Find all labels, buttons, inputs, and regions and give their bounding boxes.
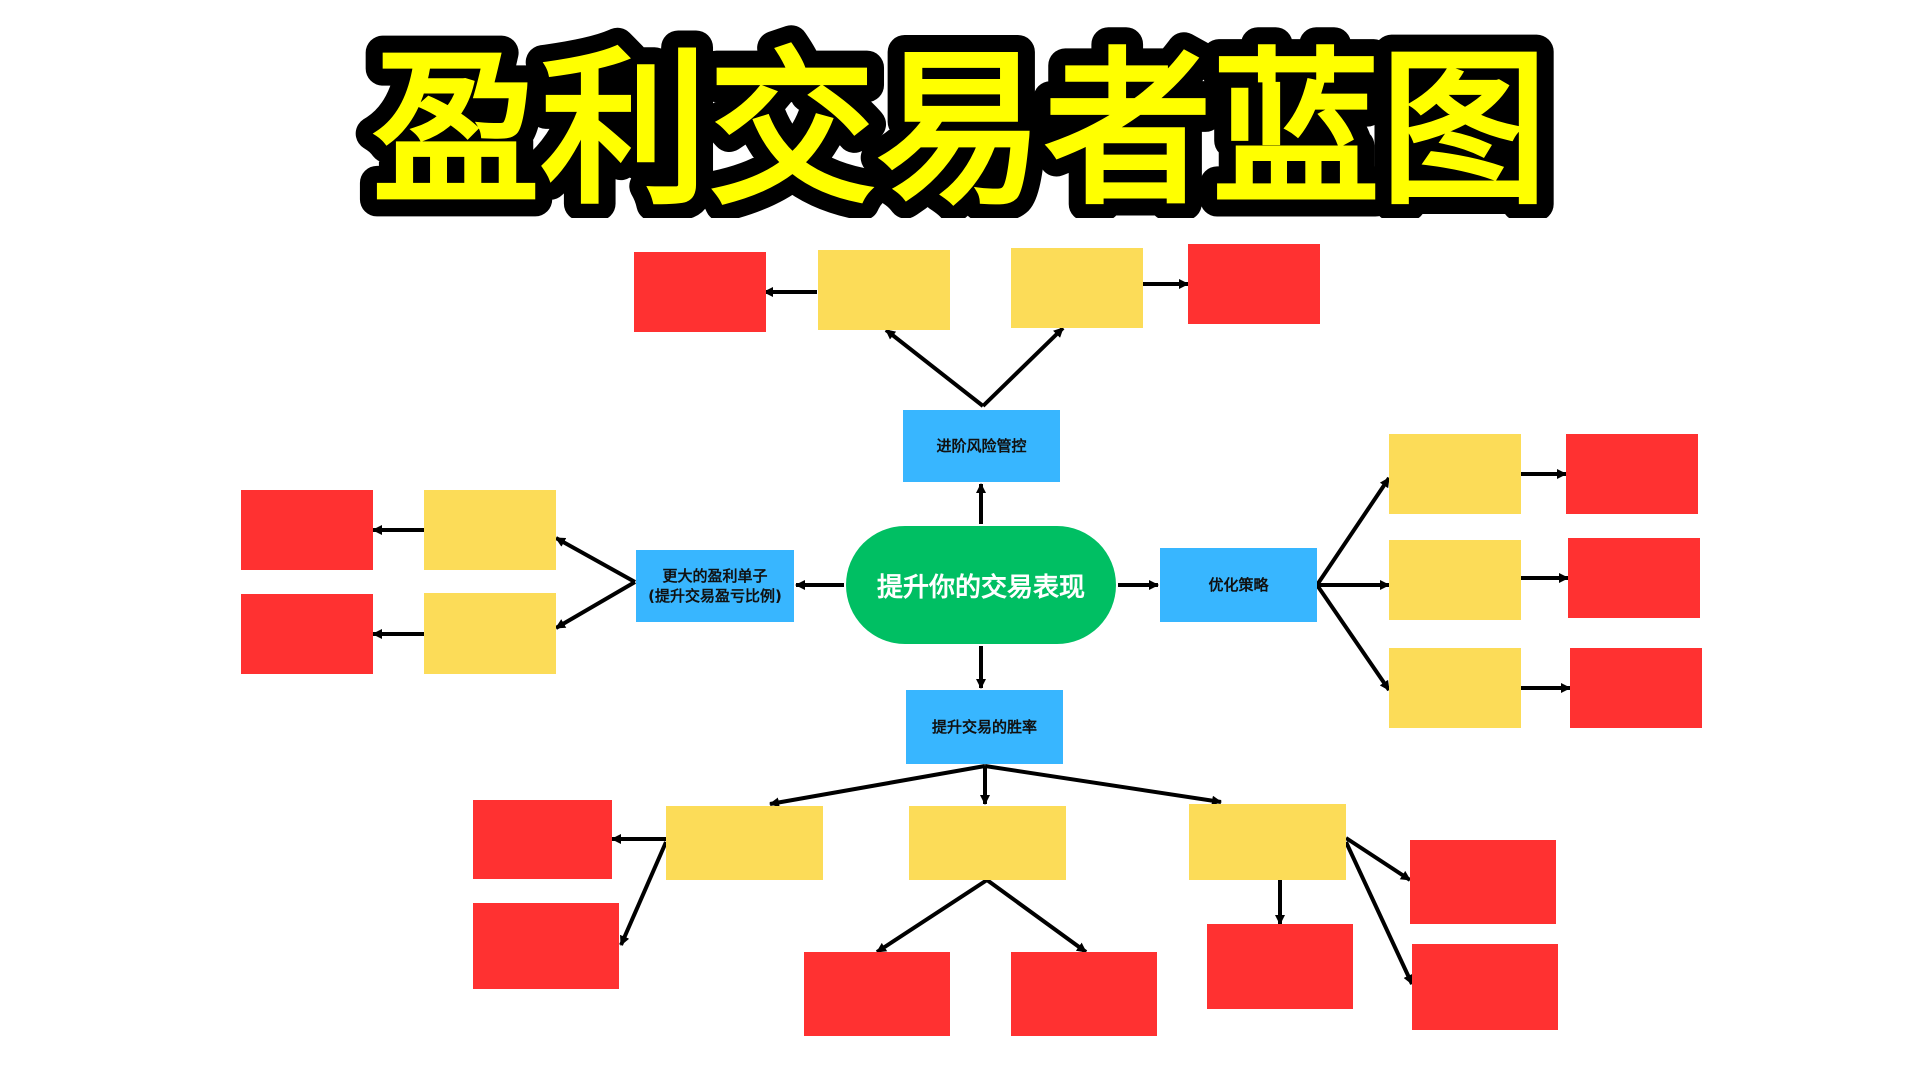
risk-sub-node xyxy=(818,250,950,330)
page-title: 盈利交易者蓝图 盈利交易者蓝图 xyxy=(355,18,1565,218)
profit-sub-node xyxy=(424,593,556,674)
branch-strategy-node: 优化策略 xyxy=(1160,548,1317,622)
winrate-leaf-node xyxy=(473,903,619,989)
branch-risk-label: 进阶风险管控 xyxy=(936,437,1027,455)
edge-strategy-y3 xyxy=(1315,583,1391,692)
risk-leaf-node xyxy=(634,252,766,332)
branch-strategy-label: 优化策略 xyxy=(1208,576,1269,594)
edge-risk-y2 xyxy=(981,326,1065,408)
title-fill: 盈利交易者蓝图 xyxy=(372,32,1548,218)
winrate-sub-node xyxy=(1189,804,1346,880)
center-node-label: 提升你的交易表现 xyxy=(876,572,1085,603)
edge-strategy-y1 xyxy=(1315,476,1391,587)
edge-profit-y1 xyxy=(555,536,636,584)
edge-wy3-r2 xyxy=(1344,836,1412,882)
winrate-leaf-node xyxy=(1412,944,1558,1030)
strategy-leaf-node xyxy=(1570,648,1702,728)
strategy-sub-node xyxy=(1389,540,1521,620)
winrate-leaf-node xyxy=(1207,924,1353,1009)
winrate-leaf-node xyxy=(804,952,950,1036)
edge-risk-y1 xyxy=(884,328,985,408)
winrate-leaf-node xyxy=(1410,840,1556,924)
edge-wy2-r2 xyxy=(985,878,1088,954)
edge-winrate-y1 xyxy=(769,764,986,808)
edge-wy1-r2 xyxy=(619,841,668,946)
risk-sub-node xyxy=(1011,248,1143,328)
profit-leaf-node xyxy=(241,490,373,570)
center-node: 提升你的交易表现 xyxy=(846,526,1116,644)
branch-winrate-node: 提升交易的胜率 xyxy=(906,690,1063,764)
edge-wy2-r1 xyxy=(875,878,989,954)
winrate-leaf-node xyxy=(1011,952,1157,1036)
title-outline: 盈利交易者蓝图 xyxy=(372,32,1548,218)
risk-leaf-node xyxy=(1188,244,1320,324)
branch-profit-label: 更大的盈利单子 (提升交易盈亏比例) xyxy=(648,567,782,605)
strategy-leaf-node xyxy=(1568,538,1700,618)
branch-risk-node: 进阶风险管控 xyxy=(903,410,1060,482)
winrate-sub-node xyxy=(666,806,823,880)
edge-winrate-y3 xyxy=(984,764,1222,806)
winrate-leaf-node xyxy=(473,800,612,879)
profit-sub-node xyxy=(424,490,556,570)
strategy-leaf-node xyxy=(1566,434,1698,514)
winrate-sub-node xyxy=(909,806,1066,880)
strategy-sub-node xyxy=(1389,648,1521,728)
edge-profit-y2 xyxy=(554,580,637,630)
edge-wy3-r3 xyxy=(1344,841,1414,985)
profit-leaf-node xyxy=(241,594,373,674)
branch-winrate-label: 提升交易的胜率 xyxy=(931,718,1037,736)
strategy-sub-node xyxy=(1389,434,1521,514)
branch-profit-node: 更大的盈利单子 (提升交易盈亏比例) xyxy=(636,550,794,622)
